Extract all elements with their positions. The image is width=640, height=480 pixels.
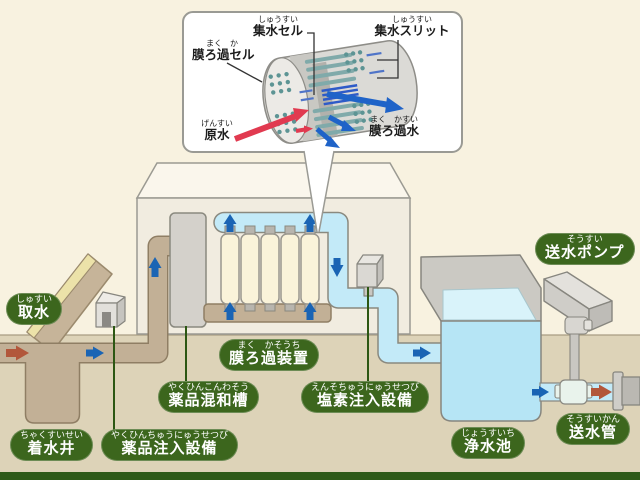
label-membrane-filter-unit: まく かそうち 膜ろ過装置 [219,339,320,372]
chemical-injection-furigana: やくひんちゅうにゅうせつび [111,431,229,441]
water-supply-main-pipe [612,371,640,411]
raw-water-furigana: げんすい [201,119,233,128]
collect-slit-furigana: しゅうすい [392,15,432,24]
clean-water-reservoir-furigana: じょうすいち [461,429,516,439]
collector-slits [299,51,385,102]
chemical-mixing-tank-text: 薬品混和槽 [168,391,249,410]
clean-water-reservoir-text: 浄水池 [464,437,513,456]
collect-slit-text: 集水スリット [374,23,450,39]
pond-outlet-arrow [532,386,549,398]
membrane-cell-dots [268,50,373,135]
intake-pipe [0,235,176,364]
chlorine-injection-text: 塩素注入設備 [317,391,414,410]
chemical-injection-text: 薬品注入設備 [121,439,218,458]
label-receiving-well: ちゃくすいせい 着水井 [10,429,94,462]
filtered-water-text: 膜ろ過水 [368,123,419,139]
collect-cell-furigana: しゅうすい [258,15,298,24]
label-filtered-water: まく かすい 膜ろ過水 [360,115,428,139]
water-supply-main-furigana: そうすいかん [566,415,621,425]
raw-water-in-arrow-inset [233,108,313,142]
flow-down-arrow [330,258,344,277]
water-supply-pump-furigana: そうすい [566,235,603,245]
label-intake: しゅすい 取水 [6,293,63,326]
label-raw-water: げんすい 原水 [196,119,238,143]
footer-bar [0,472,640,480]
membrane-filter-unit-text: 膜ろ過装置 [229,349,310,368]
raw-water-text: 原水 [204,127,230,143]
water-supply-pump [543,271,613,405]
chemical-injection-hut [95,291,126,328]
membrane-cell-furigana: まく か [206,39,238,48]
chemical-mixing-tank [169,212,207,328]
label-collect-cell: しゅうすい 集水セル [243,15,313,39]
flow-up-arrow [148,214,317,320]
raw-water-in-arrow [6,345,29,361]
membrane-filter-unit-furigana: まく かそうち [237,341,301,351]
label-chemical-mixing-tank: やくひんこんわそう 薬品混和槽 [158,381,260,414]
supply-out-arrow [591,384,612,400]
clean-water-reservoir [420,254,542,422]
pond-inlet-arrow [413,346,431,360]
filtered-out-arrow [315,91,404,148]
label-chlorine-injection: えんそちゅうにゅうせつび 塩素注入設備 [301,381,430,414]
label-water-supply-main: そうすいかん 送水管 [556,413,631,446]
membrane-modules [220,225,320,312]
label-chemical-injection: やくひんちゅうにゅうせつび 薬品注入設備 [101,429,239,462]
membrane-element-cutaway [226,32,418,148]
label-membrane-cell: まく か 膜ろ過セル [192,39,255,63]
filtered-water-furigana: まく かすい [370,115,418,124]
flow-arrows [6,214,612,400]
water-supply-main-text: 送水管 [569,423,618,442]
label-clean-water-reservoir: じょうすいち 浄水池 [451,427,526,460]
collect-cell-text: 集水セル [252,23,303,39]
water-supply-pump-text: 送水ポンプ [545,243,625,262]
inset-callout-lines [226,32,399,95]
label-collect-slit: しゅうすい 集水スリット [372,15,452,39]
chlorine-injection-furigana: えんそちゅうにゅうせつび [311,383,420,393]
intake-furigana: しゅすい [16,295,53,305]
receiving-well-furigana: ちゃくすいせい [20,431,84,441]
membrane-cell-text: 膜ろ過セル [192,47,255,63]
label-water-supply-pump: そうすい 送水ポンプ [535,233,635,266]
chemical-mixing-tank-furigana: やくひんこんわそう [168,383,250,393]
callout-lines [113,287,369,437]
receiving-well [24,352,81,424]
receiving-well-text: 着水井 [27,439,76,458]
flow-right-arrow [86,346,104,360]
intake-text: 取水 [18,303,51,322]
